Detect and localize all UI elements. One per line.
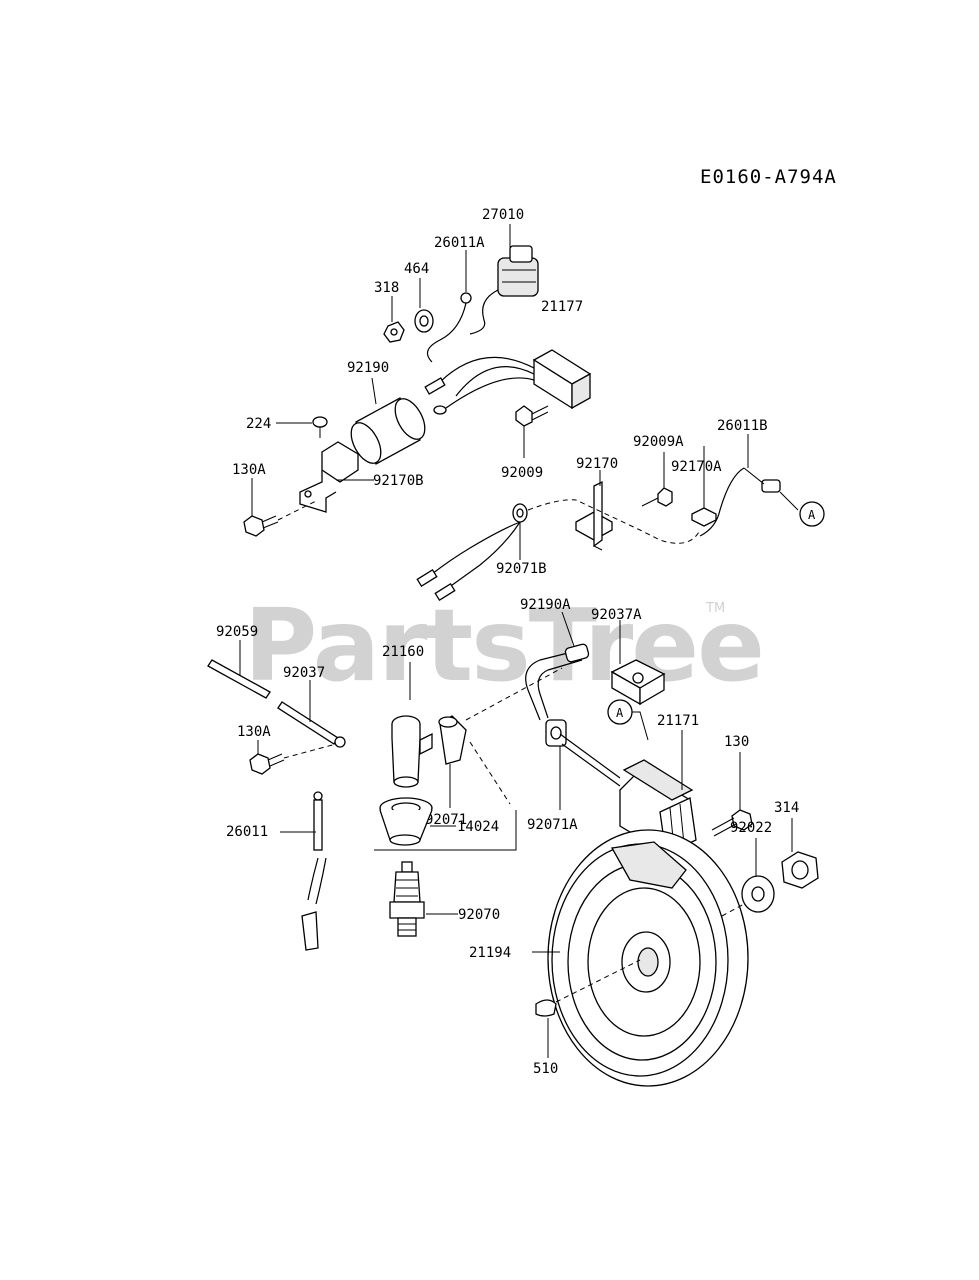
- label-224[interactable]: 224: [246, 416, 271, 432]
- label-130A-bottom[interactable]: 130A: [237, 724, 271, 740]
- label-92070[interactable]: 92070: [458, 907, 500, 923]
- label-21194[interactable]: 21194: [469, 945, 511, 961]
- watermark: PartsTree: [244, 587, 763, 704]
- label-21171[interactable]: 21171: [657, 713, 699, 729]
- part-27010-switch[interactable]: [497, 245, 539, 297]
- label-92170B[interactable]: 92170B: [373, 473, 424, 489]
- guide-130A-bottom: [283, 743, 337, 759]
- part-21177-igniter[interactable]: [424, 349, 592, 415]
- part-92059-rod[interactable]: [207, 659, 271, 699]
- part-92070-spark-plug[interactable]: [389, 861, 425, 937]
- part-92022-washer[interactable]: [741, 875, 775, 913]
- label-21177[interactable]: 21177: [541, 299, 583, 315]
- part-21194-flywheel[interactable]: [547, 829, 749, 1087]
- part-21160-plug-cap[interactable]: [391, 715, 433, 788]
- diagram-code: E0160-A794A: [700, 166, 837, 188]
- part-26011A-lead[interactable]: [426, 289, 499, 363]
- part-92037-rod[interactable]: [277, 701, 346, 748]
- label-318[interactable]: 318: [374, 280, 399, 296]
- guide-boot-down: [469, 741, 511, 805]
- label-92037A[interactable]: 92037A: [591, 607, 642, 623]
- guide-130A-top: [277, 499, 319, 521]
- part-224-screw[interactable]: [312, 416, 328, 438]
- part-464-washer[interactable]: [414, 309, 434, 333]
- label-314[interactable]: 314: [774, 800, 799, 816]
- label-130A-top[interactable]: 130A: [232, 462, 266, 478]
- label-92009A[interactable]: 92009A: [633, 434, 684, 450]
- guide-boot-tube: [465, 667, 563, 721]
- watermark-trademark: TM: [705, 601, 725, 616]
- label-27010[interactable]: 27010: [482, 207, 524, 223]
- label-26011[interactable]: 26011: [226, 824, 268, 840]
- leader-92190A: [561, 611, 575, 647]
- part-92009-bolt[interactable]: [515, 405, 549, 427]
- connector-ref-A-top: A: [799, 501, 825, 527]
- label-26011B[interactable]: 26011B: [717, 418, 768, 434]
- part-92071A-grommet[interactable]: [545, 719, 567, 747]
- label-92170A[interactable]: 92170A: [671, 459, 722, 475]
- part-92190A-tube[interactable]: [525, 643, 590, 721]
- label-92071[interactable]: 92071: [425, 812, 467, 828]
- part-14024-cup[interactable]: [379, 797, 433, 846]
- leader-ref-A-bottom: [632, 711, 649, 741]
- part-26011B-lead[interactable]: [699, 467, 781, 537]
- label-464[interactable]: 464: [404, 261, 429, 277]
- part-92170B-bracket[interactable]: [299, 441, 359, 513]
- part-314-nut[interactable]: [781, 851, 819, 889]
- label-92190[interactable]: 92190: [347, 360, 389, 376]
- group-bracket: [374, 810, 517, 851]
- part-92009A-bolt[interactable]: [641, 487, 673, 507]
- leader-ref-A-top: [779, 491, 799, 511]
- part-130-bolt[interactable]: [711, 809, 753, 837]
- label-130[interactable]: 130: [724, 734, 749, 750]
- guide-washer: [721, 903, 745, 917]
- label-92059[interactable]: 92059: [216, 624, 258, 640]
- part-26011-lead[interactable]: [301, 791, 327, 951]
- part-92170A-clip[interactable]: [691, 507, 717, 527]
- guide-key: [555, 959, 641, 1003]
- part-130A-screw-bottom[interactable]: [249, 753, 285, 775]
- part-92170-clamp[interactable]: [575, 480, 613, 551]
- leader-92190: [371, 377, 377, 405]
- label-92170[interactable]: 92170: [576, 456, 618, 472]
- label-14024[interactable]: 14024: [457, 819, 499, 835]
- svg-text:A: A: [616, 706, 624, 720]
- label-510[interactable]: 510: [533, 1061, 558, 1077]
- label-92022[interactable]: 92022: [730, 820, 772, 836]
- label-92037[interactable]: 92037: [283, 665, 325, 681]
- label-92071B[interactable]: 92071B: [496, 561, 547, 577]
- part-318-nut[interactable]: [383, 321, 405, 343]
- label-92071A[interactable]: 92071A: [527, 817, 578, 833]
- label-92009[interactable]: 92009: [501, 465, 543, 481]
- svg-text:A: A: [808, 508, 816, 522]
- label-26011A[interactable]: 26011A: [434, 235, 485, 251]
- part-92190-tube[interactable]: [345, 394, 431, 468]
- part-130A-screw-top[interactable]: [243, 515, 279, 537]
- part-510-key[interactable]: [535, 999, 557, 1017]
- part-92037A-clamp[interactable]: [610, 659, 666, 706]
- connector-ref-A-bottom: A: [607, 699, 633, 725]
- label-92190A[interactable]: 92190A: [520, 597, 571, 613]
- part-92071-boot[interactable]: [438, 715, 467, 765]
- part-92071B-grommet[interactable]: [416, 503, 528, 602]
- label-21160[interactable]: 21160: [382, 644, 424, 660]
- guide-harness: [527, 499, 701, 544]
